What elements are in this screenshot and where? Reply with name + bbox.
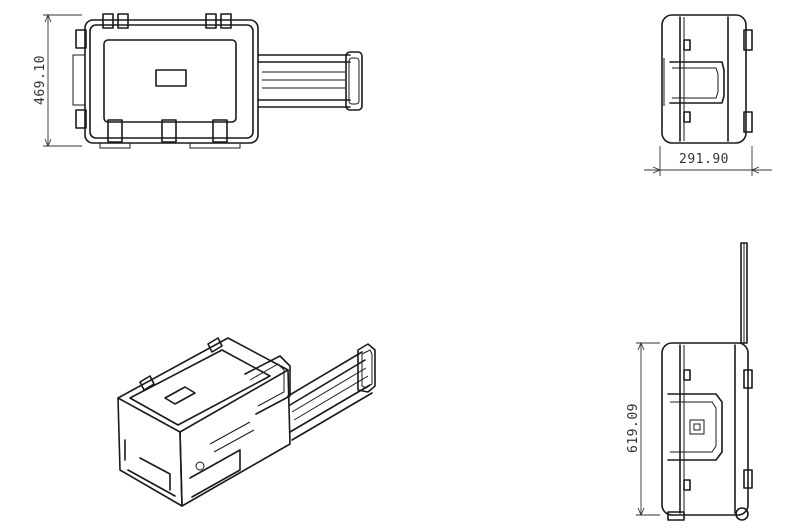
end-view: 619.09: [626, 242, 753, 521]
dimension-width-label: 469.10: [33, 55, 48, 105]
isometric-view: [117, 337, 376, 507]
dimension-depth-label: 291.90: [679, 152, 729, 167]
dimension-height-label: 619.09: [626, 403, 641, 453]
top-view: 469.10: [33, 13, 363, 149]
side-view: 291.90: [644, 14, 772, 176]
